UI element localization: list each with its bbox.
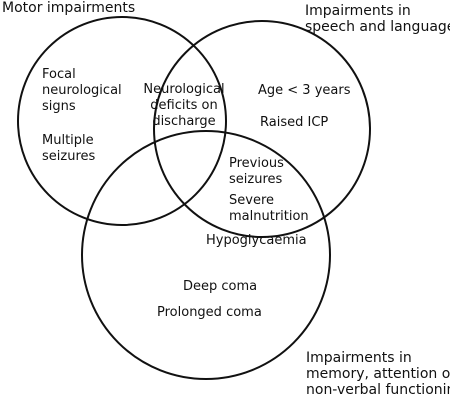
region-item: deficits on [150,98,218,113]
region-item: Raised ICP [260,115,329,130]
motor-title-text: Motor impairments [2,0,136,16]
region-item: Age < 3 years [258,83,351,98]
speech-circle [153,20,371,238]
region-item: Focal [42,67,76,82]
region-item: seizures [229,172,283,187]
memory-title: Impairments in memory, attention or non-… [306,350,450,398]
memory-title-line-3: non-verbal functioning [306,382,450,398]
region-item: Prolonged coma [157,305,262,320]
speech-memory-overlap: Hypoglycaemia [206,233,307,249]
memory-only-item-1: Deep coma [183,279,257,295]
region-item: neurological [42,83,122,98]
region-item: Severe [229,193,274,208]
memory-title-line-1: Impairments in [306,350,412,366]
region-item: signs [42,99,76,114]
speech-only-item-2: Raised ICP [260,115,328,131]
region-item: seizures [42,149,96,164]
memory-title-line-2: memory, attention or [306,366,450,382]
motor-circle [17,16,227,226]
motor-speech-overlap: Neurological deficits on discharge [125,82,243,130]
region-item: Neurological [143,82,225,97]
motor-title: Motor impairments [2,0,135,16]
region-item: malnutrition [229,209,309,224]
region-item: discharge [152,114,216,129]
motor-only-group-1: Focal neurological signs [42,67,122,115]
speech-title-line-2: speech and language [305,19,450,35]
region-item: Hypoglycaemia [206,233,307,248]
speech-title: Impairments in speech and language [305,3,450,35]
all-three-group-2: Severe malnutrition [229,193,309,225]
region-item: Deep coma [183,279,258,294]
region-item: Previous [229,156,284,171]
motor-only-group-2: Multiple seizures [42,133,95,165]
all-three-group-1: Previous seizures [229,156,284,188]
region-item: Multiple [42,133,94,148]
memory-only-item-2: Prolonged coma [157,305,262,321]
speech-only-item-1: Age < 3 years [258,83,350,99]
memory-circle [81,130,331,380]
speech-title-line-1: Impairments in [305,3,411,19]
